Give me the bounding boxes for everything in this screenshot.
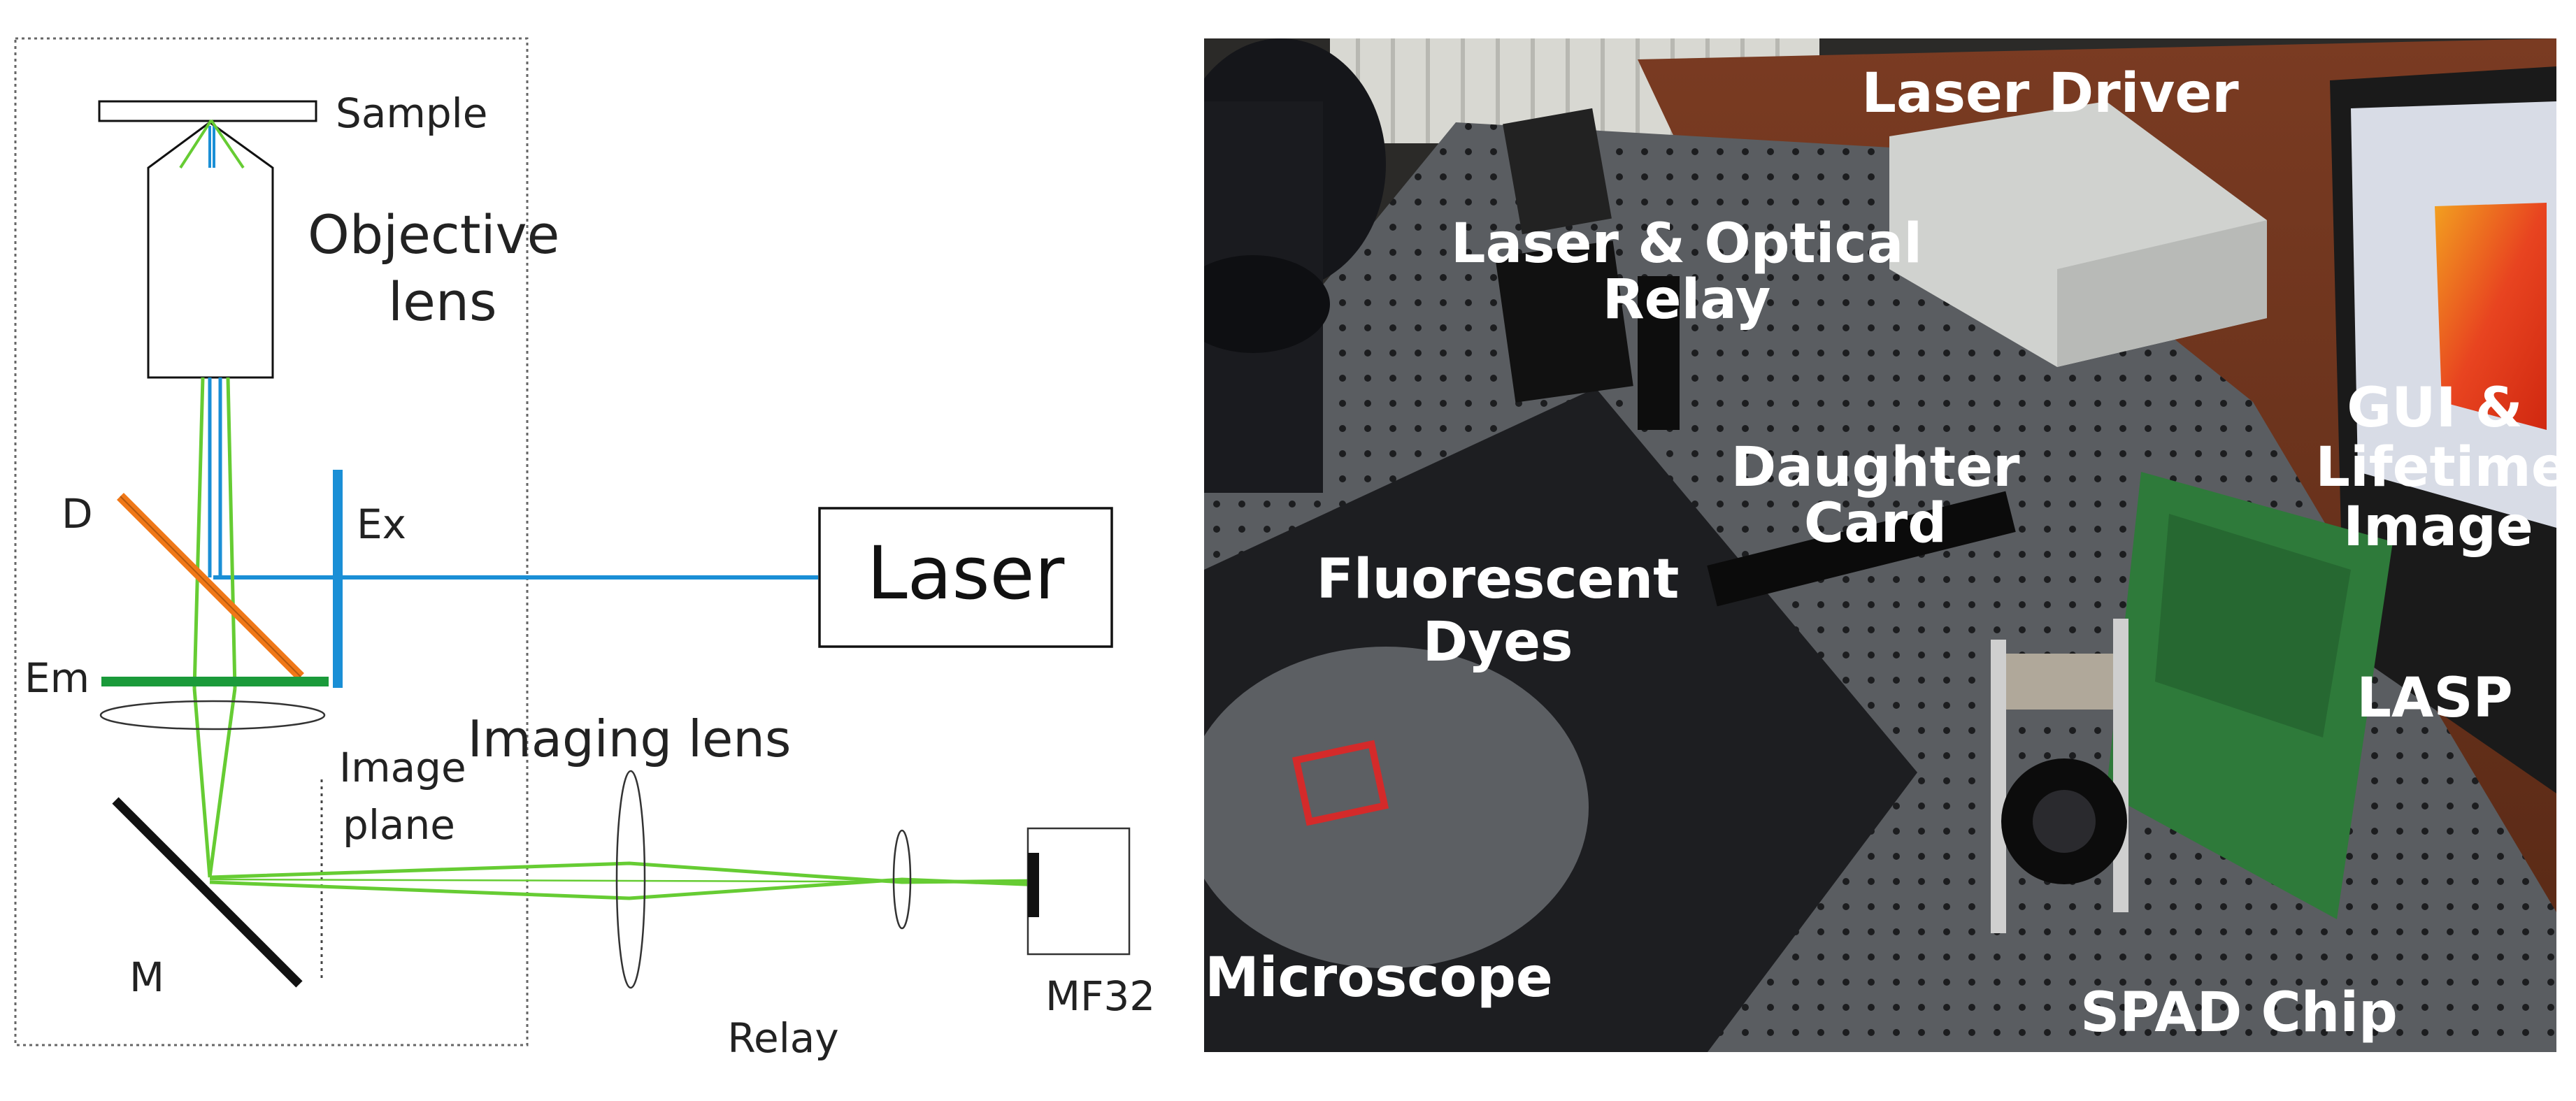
daughter-card-label-line1: Daughter [1731, 436, 2020, 499]
spad-post-right [2113, 619, 2128, 912]
spad-post-left [1991, 640, 2006, 933]
relay-beam-center [209, 878, 1043, 884]
tube-lens [99, 700, 326, 731]
emission-beam-cone-left [179, 119, 213, 169]
spad-camera-lens-inner [2033, 790, 2096, 853]
spad-chip-label: SPAD Chip [2080, 981, 2398, 1044]
imaging-lens [615, 770, 646, 989]
sample-label: Sample [336, 89, 487, 137]
daughter-card-label-line2: Card [1804, 492, 1947, 555]
relay-label: Relay [727, 1014, 838, 1062]
emission-beam-cone-right [210, 119, 245, 169]
optical-relay-post [1638, 276, 1680, 430]
laser-driver-label: Laser Driver [1861, 62, 2239, 125]
image-plane-label-line2: plane [343, 801, 455, 849]
objective-label-line2: lens [388, 271, 497, 333]
laser-head [1503, 108, 1612, 235]
gui-label-line3: Image [2343, 496, 2533, 559]
dichroic-mirror-edge [120, 496, 301, 677]
microscope-label: Microscope [1205, 947, 1553, 1009]
sample-slide-red [1291, 740, 1389, 826]
laser-relay-label-line1: Laser & Optical [1451, 213, 1922, 275]
laser-label: Laser [867, 531, 1065, 616]
laser-relay-label-line2: Relay [1603, 268, 1771, 331]
emission-beam-right-lower [208, 688, 237, 878]
emission-beam-right [226, 377, 237, 689]
microscope-knob [1204, 255, 1330, 353]
emission-beam-left [192, 377, 205, 689]
laser-driver-front [2057, 220, 2267, 367]
objective-label-line1: Objective [308, 203, 559, 266]
relay-lens [892, 829, 912, 930]
detector-housing [1026, 827, 1131, 956]
daughter-card [1707, 491, 2016, 607]
laser-box [818, 507, 1113, 648]
gui-label-line1: GUI & [2347, 377, 2523, 440]
mirror-label: M [129, 954, 164, 1001]
lasp-board-dark [2155, 514, 2351, 737]
fold-mirror [112, 797, 303, 988]
imaging-lens-label: Imaging lens [468, 710, 792, 768]
microscope-frame [14, 37, 529, 1046]
spad-mount [2001, 654, 2120, 710]
image-plane-label-line1: Image [339, 744, 466, 791]
dichroic-label: D [62, 490, 93, 538]
detector-label: MF32 [1045, 972, 1155, 1020]
dyes-label-line2: Dyes [1423, 611, 1573, 674]
lasp-label: LASP [2356, 667, 2512, 730]
optical-setup-diagram: Laser Sample Objective lens D Ex Em Imag… [14, 37, 1155, 1062]
gui-label-line2: Lifetime [2315, 436, 2556, 499]
lifetime-image [2435, 203, 2547, 430]
sample-slide [98, 100, 317, 122]
emission-filter [101, 677, 329, 686]
wooden-desk [1638, 38, 2556, 947]
optical-relay-mount [1495, 240, 1633, 403]
dyes-label-line1: Fluorescent [1317, 548, 1680, 611]
emission-label: Em [24, 654, 90, 702]
experimental-setup-photo: Laser Driver Laser & Optical Relay Daugh… [1204, 38, 2556, 1052]
emission-beam-left-lower [192, 688, 212, 878]
excitation-label: Ex [357, 501, 406, 548]
sample-dish [1204, 647, 1589, 968]
detector-chip [1028, 853, 1039, 917]
excitation-filter [333, 470, 343, 688]
